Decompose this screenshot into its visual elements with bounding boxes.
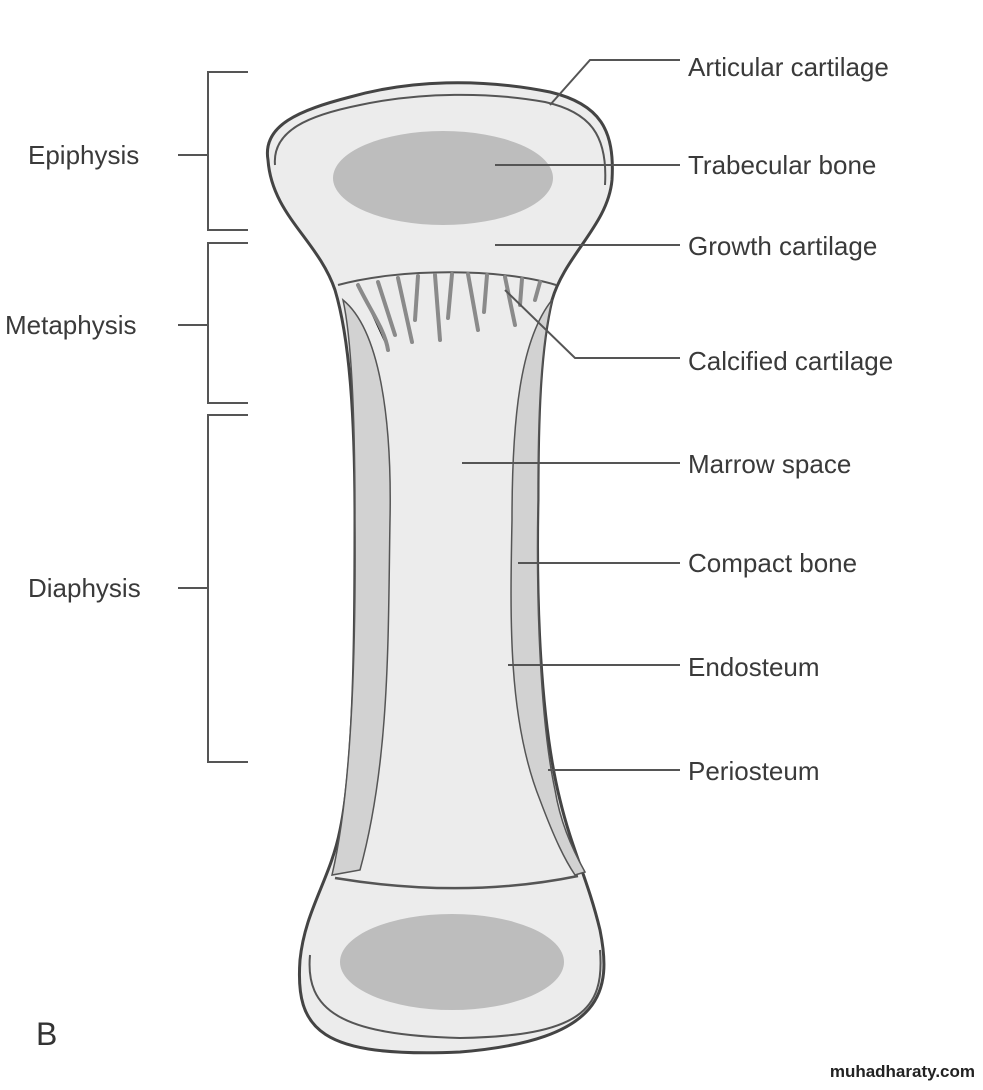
compact-bone-left (331, 298, 391, 876)
region-brackets (178, 71, 248, 763)
compact-bone-right (510, 299, 587, 876)
leader-lines (462, 59, 680, 771)
label-compact-bone: Compact bone (688, 548, 858, 578)
distal-growth-line (334, 874, 579, 890)
bone-outline (265, 81, 614, 1055)
growth-cartilage-boundary (337, 271, 557, 286)
label-calcified-cartilage: Calcified cartilage (688, 346, 894, 376)
watermark: muhadharaty.com (829, 1062, 975, 1081)
label-diaphysis: Diaphysis (28, 573, 141, 603)
articular-cartilage-line (273, 93, 607, 186)
figure-label: B (36, 1016, 58, 1052)
label-metaphysis: Metaphysis (5, 310, 137, 340)
calcified-cartilage-columns (356, 272, 542, 352)
label-marrow-space: Marrow space (688, 449, 852, 479)
trabecular-bone-proximal (333, 131, 553, 225)
label-periosteum: Periosteum (688, 756, 820, 786)
trabecular-bone-distal (340, 914, 564, 1010)
label-trabecular-bone: Trabecular bone (688, 150, 877, 180)
label-endosteum: Endosteum (688, 652, 820, 682)
label-growth-cartilage: Growth cartilage (688, 231, 878, 261)
label-epiphysis: Epiphysis (28, 140, 140, 170)
articular-cartilage-line-bottom (308, 949, 602, 1040)
label-articular-cartilage: Articular cartilage (688, 52, 889, 82)
